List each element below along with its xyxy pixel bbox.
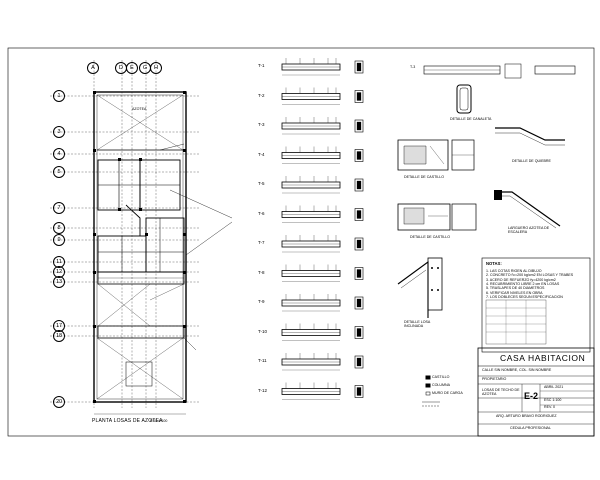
axis-bubble-top: A <box>87 62 99 74</box>
axis-bubble-left: 4 <box>53 148 65 160</box>
beam-label: T-5 <box>258 181 265 186</box>
beam-label: T-2 <box>258 92 265 98</box>
note-line: 4. RECUBRIMIENTO LIBRE 2 cm EN LOSAS <box>486 281 560 286</box>
beam-label: T-7 <box>258 240 265 245</box>
beam-elevation <box>281 205 364 223</box>
note-line: 1. LAS COTAS RIGEN AL DIBUJO <box>486 269 542 273</box>
beam-elevation <box>281 382 364 400</box>
beam-elevation <box>281 323 364 341</box>
axis-bubble-top: E <box>126 62 138 74</box>
axis-bubble-left: 20 <box>53 396 65 408</box>
beam-elevation <box>281 117 364 135</box>
detail-title-quiebre: DETALLE DE QUIEBRE <box>512 159 551 163</box>
roof-label: AZOTEA <box>132 107 147 111</box>
beam-label: T-6 <box>258 210 265 216</box>
beam-elevation <box>281 146 364 164</box>
beam-elevation <box>281 176 364 194</box>
axis-bubble-left: 9 <box>53 234 65 246</box>
axis-bubble-top: H <box>150 62 162 74</box>
notes-title: NOTAS: <box>486 261 502 266</box>
construction-details <box>397 63 576 318</box>
beam-label: T-1 <box>258 63 265 68</box>
axis-bubble-left: 13 <box>53 276 65 288</box>
project-location: CALLE SIN NOMBRE, COL. SIN NOMBRE <box>482 368 552 372</box>
detail-title-castillo-b: DETALLE DE CASTILLO <box>410 235 451 239</box>
detail-title-escalera: LARGUERO AZOTEA DE ESCALERA <box>508 226 550 235</box>
beam-label: T-3 <box>258 122 265 127</box>
sheet-name: LOSAS DE TECHO DE AZOTEA <box>482 388 520 397</box>
beam-label: T-10 <box>258 328 268 334</box>
beam-elevation <box>281 58 364 76</box>
detail-title-top: T-3 <box>410 65 416 69</box>
sheet-date: ABRIL 2021 <box>544 385 564 389</box>
beam-label: T-4 <box>258 151 265 157</box>
beam-label: T-12 <box>258 387 268 393</box>
architect-footer: CEDULA PROFESIONAL <box>510 426 551 430</box>
note-line: 2. CONCRETO f'c=200 kg/cm2 EN LOSAS Y TR… <box>486 273 574 278</box>
notes-table <box>485 299 547 345</box>
sheet-border <box>7 47 595 437</box>
notes-box <box>481 257 591 353</box>
sheet-revision: REV. 0 <box>544 405 556 409</box>
detail-title-losa: DETALLE LOSA INCLINADA <box>404 320 431 329</box>
project-title: CASA HABITACION <box>500 353 586 363</box>
beam-elevation <box>281 294 364 312</box>
architect-name: ARQ. ARTURO BRAVO RODRIGUEZ <box>496 414 557 418</box>
legend-item: CASTILLO <box>432 375 450 379</box>
legend-block <box>422 375 440 407</box>
axis-bubble-left: 8 <box>53 222 65 234</box>
beam-label: T-11 <box>258 358 267 363</box>
note-line: 6. VERIFICAR NIVELES EN OBRA <box>486 290 543 295</box>
note-line: 7. LOS DOBLECES SEGUN ESPECIFICACION <box>486 294 563 299</box>
beam-label: T-9 <box>258 299 265 304</box>
beam-elevations <box>281 58 364 400</box>
sheet-scale: ESC 1:100 <box>544 398 562 402</box>
beam-elevation <box>281 264 364 282</box>
axis-bubble-left: 7 <box>53 202 65 214</box>
axis-bubble-left: 5 <box>53 166 65 178</box>
plan-title: PLANTA LOSAS DE AZOTEA <box>92 418 163 424</box>
plan-scale: ESC 1:100 <box>150 419 168 423</box>
detail-title-castillo-a: DETALLE DE CASTILLO <box>404 175 445 179</box>
project-owner: PROPIETARIO <box>482 377 507 381</box>
title-block-frame <box>477 347 595 437</box>
detail-title-canal: DETALLE DE CANALETA <box>450 117 492 121</box>
axis-bubble-left: 18 <box>53 330 65 342</box>
roof-plan <box>50 60 233 415</box>
beam-elevation <box>281 235 364 253</box>
note-line: 3. ACERO DE REFUERZO fy=4200 kg/cm2 <box>486 277 556 282</box>
beam-elevation <box>281 87 364 105</box>
sheet-number: E-2 <box>524 391 539 401</box>
axis-bubble-left: 3 <box>53 126 65 138</box>
note-line: 5. TRASLAPES DE 40 DIAMETROS <box>486 286 545 291</box>
beam-elevation <box>281 353 364 371</box>
legend-item: COLUMNA <box>432 383 450 387</box>
legend-item: MURO DE CARGA <box>432 391 463 395</box>
axis-bubble-left: 1 <box>53 90 65 102</box>
beam-label: T-8 <box>258 269 265 275</box>
